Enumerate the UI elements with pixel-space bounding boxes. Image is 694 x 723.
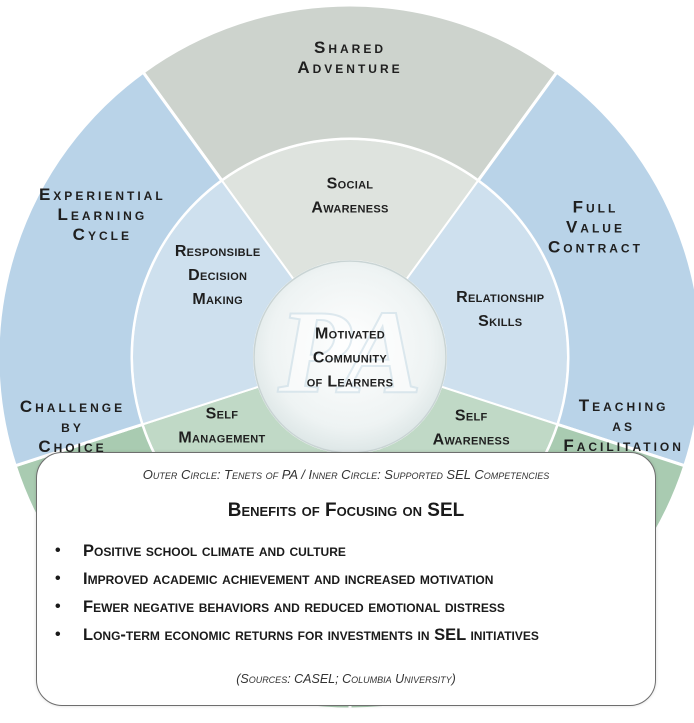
legend-caption: Outer Circle: Tenets of PA / Inner Circl… [142, 467, 550, 482]
bullet-icon: • [55, 626, 61, 643]
pa-logo-watermark: PA [277, 285, 422, 418]
benefit-item: •Positive school climate and culture [55, 537, 539, 565]
sources-note: (Sources: CASEL; Columbia University) [236, 672, 456, 686]
benefit-item: •Long-term economic returns for investme… [55, 621, 539, 649]
benefit-item: •Fewer negative behaviors and reduced em… [55, 593, 539, 621]
benefits-panel: Outer Circle: Tenets of PA / Inner Circl… [36, 452, 656, 706]
bullet-icon: • [55, 542, 61, 559]
benefits-title: Benefits of Focusing on SEL [227, 500, 465, 521]
bullet-icon: • [55, 598, 61, 615]
benefits-list: •Positive school climate and culture •Im… [55, 537, 539, 649]
benefit-item: •Improved academic achievement and incre… [55, 565, 539, 593]
bullet-icon: • [55, 570, 61, 587]
